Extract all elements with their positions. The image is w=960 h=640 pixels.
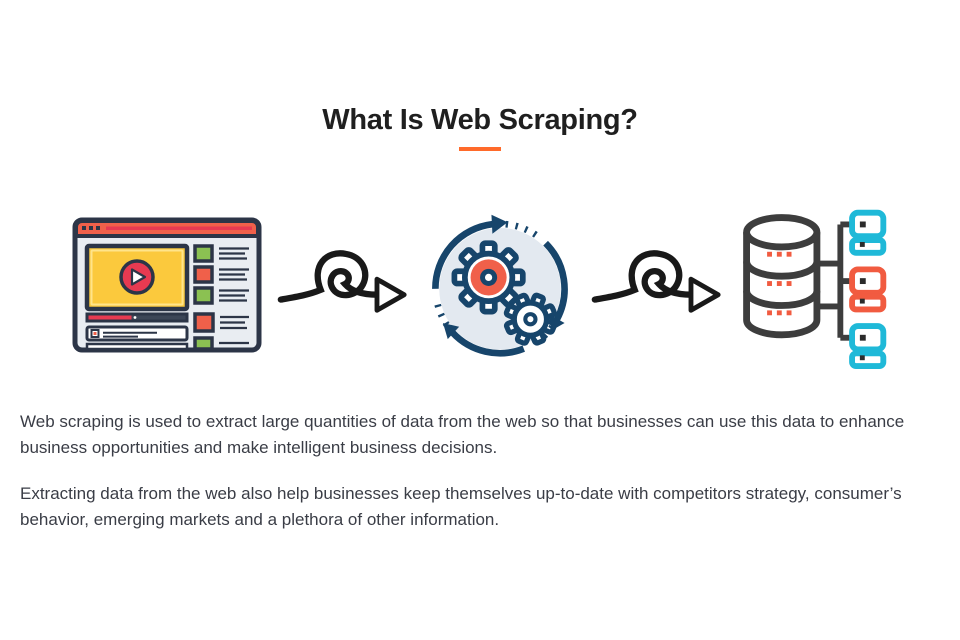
database-servers-icon [743,209,887,369]
curly-arrow-icon [277,250,407,313]
page-title: What Is Web Scraping? [322,104,638,136]
web-scraping-illustration [0,201,960,369]
body-copy: Web scraping is used to extract large qu… [20,409,940,533]
title-accent-underline [459,147,501,151]
curly-arrow-icon [591,250,721,313]
paragraph-1: Web scraping is used to extract large qu… [20,412,905,457]
paragraph-2: Extracting data from the web also help b… [20,484,902,529]
process-gears-icon [432,214,568,357]
browser-video-icon [72,217,262,353]
